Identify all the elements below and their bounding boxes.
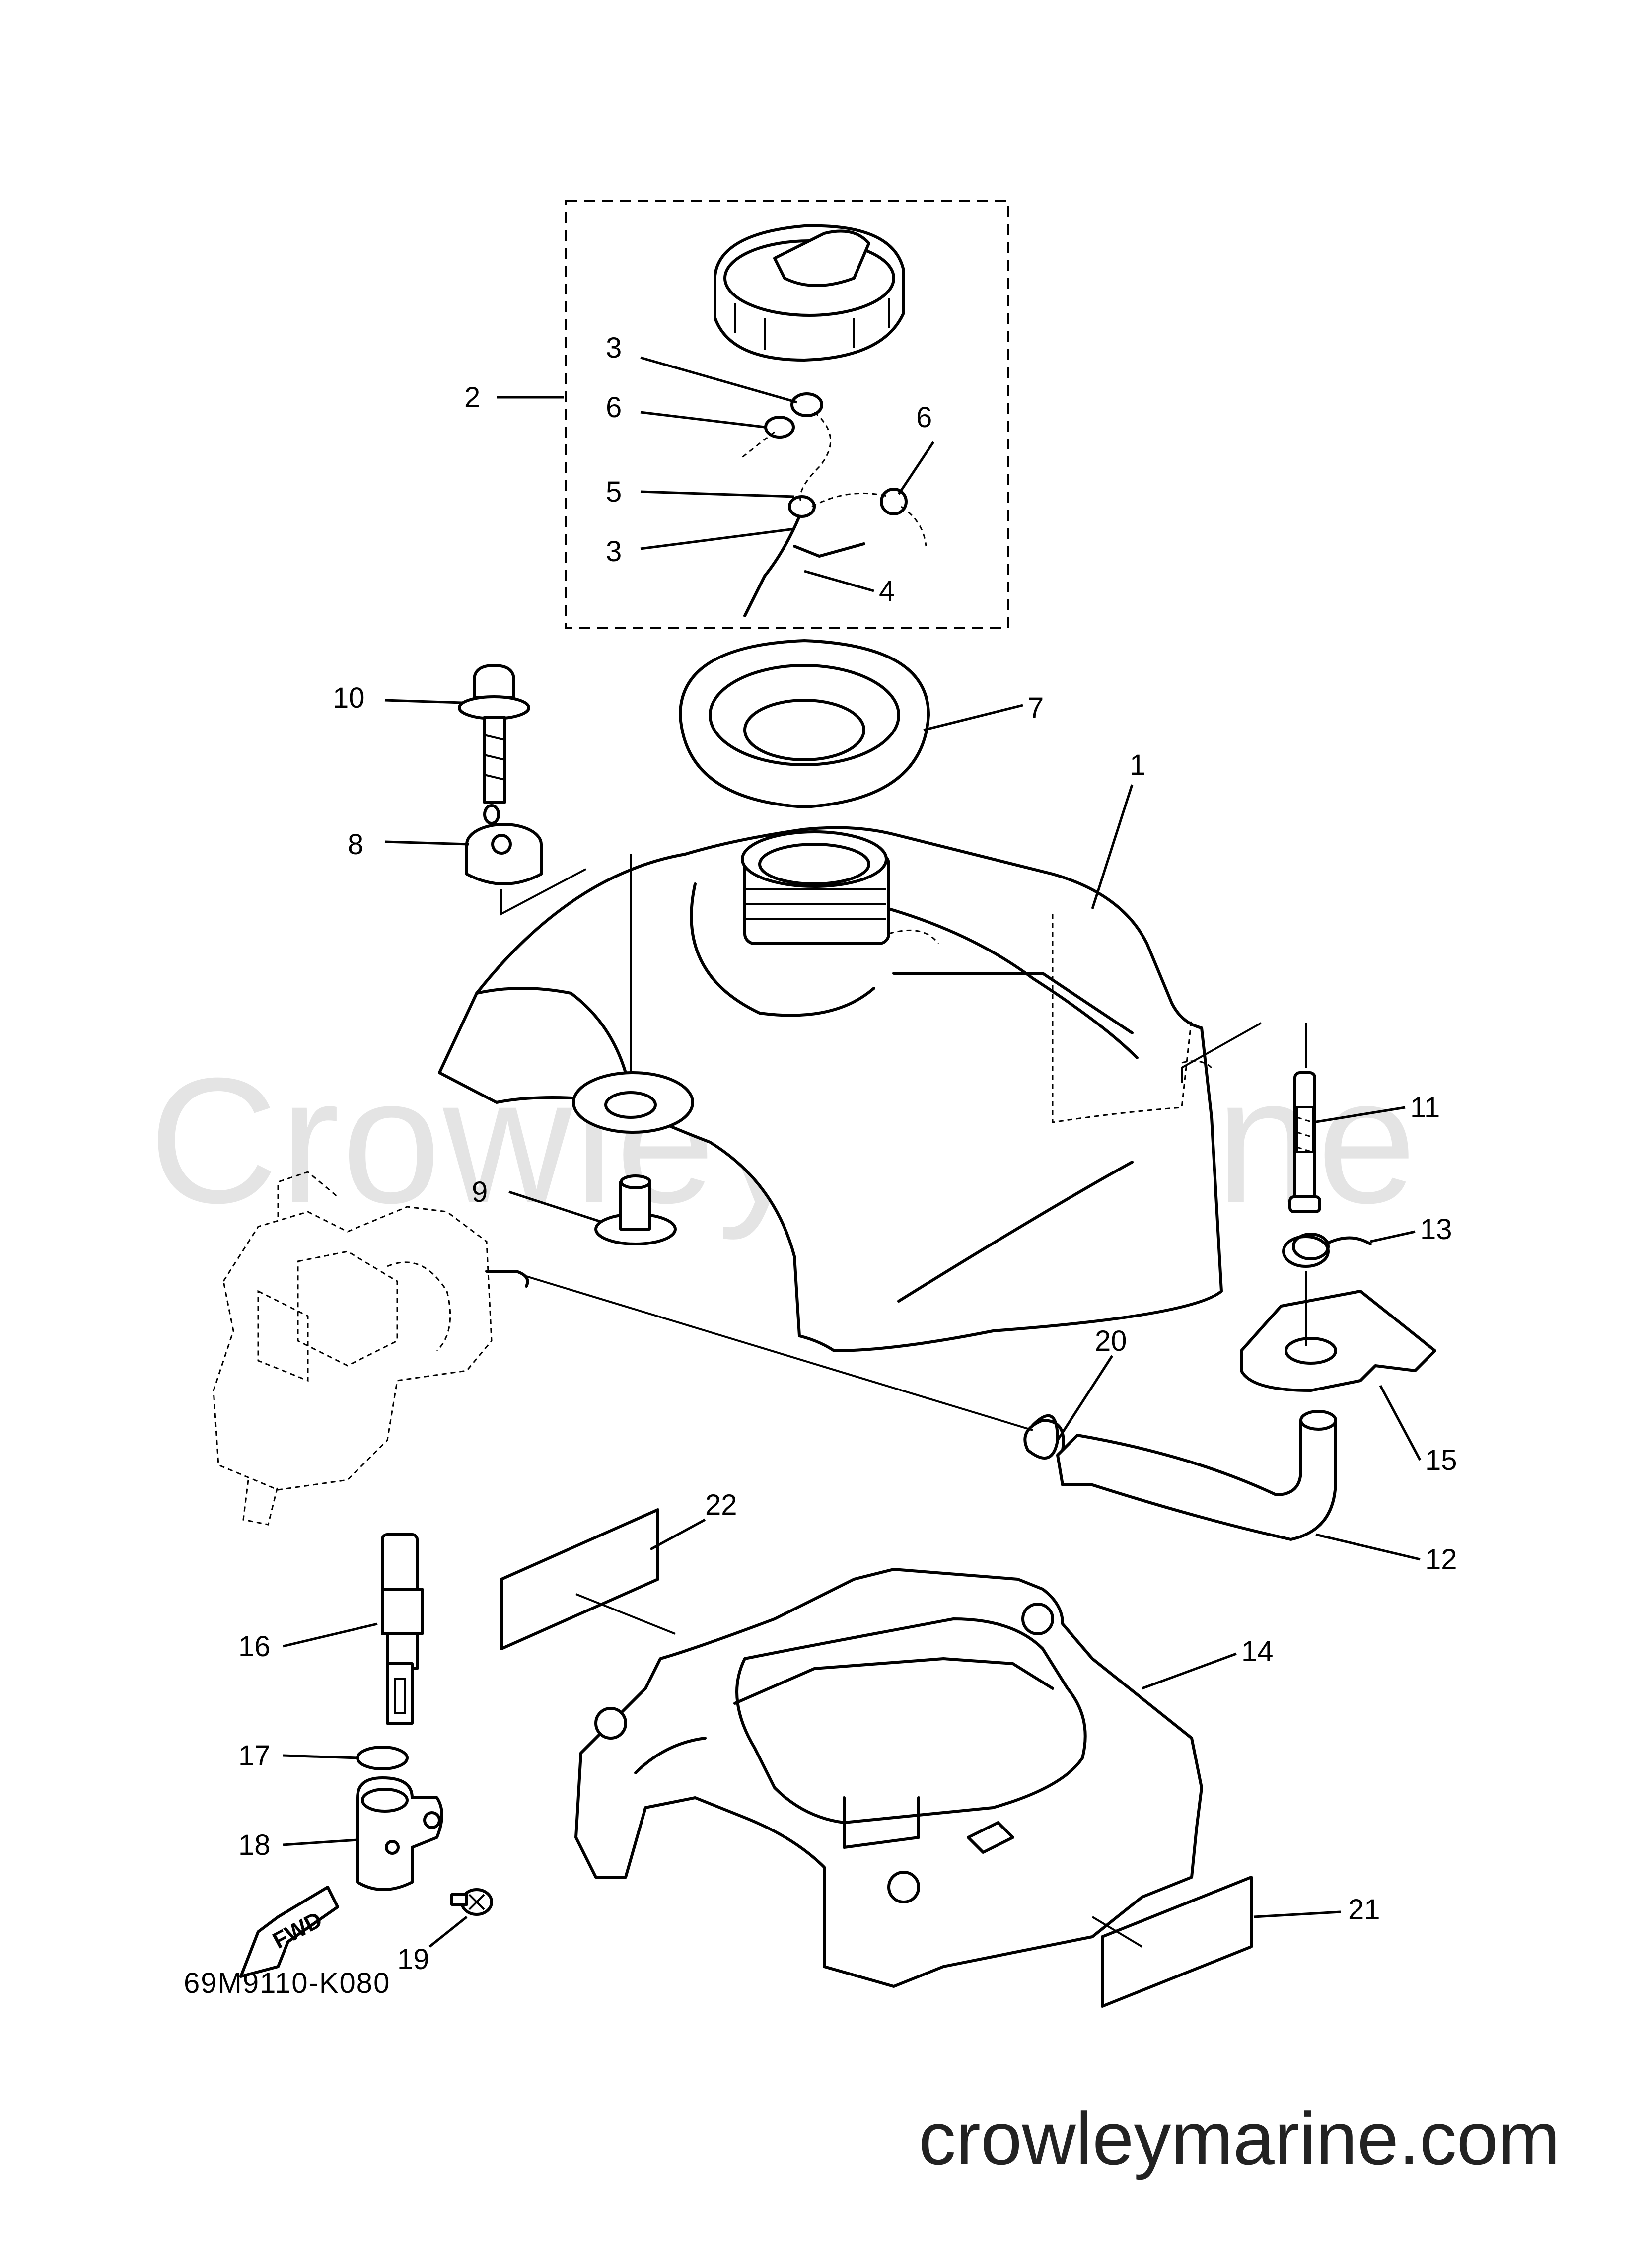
leader-lines	[283, 356, 1422, 1948]
callout-2: 2	[464, 381, 480, 414]
fuel-cock-body	[356, 1776, 443, 1891]
grommet	[465, 804, 543, 885]
collar	[594, 1174, 677, 1245]
callout-numbers: 1 2 3 3 4 5 6 6 7 8 9 10 11 12 13 14 15 …	[238, 332, 1457, 1975]
callout-9: 9	[472, 1176, 488, 1208]
callout-11: 11	[1410, 1092, 1440, 1124]
bolt	[458, 664, 530, 804]
cap-chain	[739, 392, 927, 617]
hose-clip	[1282, 1233, 1372, 1268]
footer-url: crowleymarine.com	[919, 2097, 1560, 2180]
fuel-tank	[438, 826, 1223, 1352]
callout-17: 17	[238, 1740, 271, 1772]
label-22	[500, 1508, 659, 1650]
callout-20: 20	[1095, 1325, 1127, 1357]
callout-22: 22	[705, 1489, 737, 1521]
callout-19: 19	[397, 1943, 429, 1975]
callout-7: 7	[1028, 692, 1044, 724]
wire-clip	[1023, 1414, 1065, 1460]
callout-14: 14	[1241, 1635, 1274, 1668]
bracket-plate	[1240, 1290, 1436, 1392]
callout-1: 1	[1130, 749, 1145, 781]
callout-4: 4	[879, 575, 895, 607]
o-ring	[356, 1746, 409, 1770]
mounting-bracket	[574, 1568, 1203, 1988]
callout-21: 21	[1348, 1894, 1380, 1926]
callout-5: 5	[606, 476, 622, 508]
callout-15: 15	[1425, 1444, 1457, 1476]
figure-code: 69M9110-K080	[184, 1967, 391, 1999]
callout-12: 12	[1425, 1543, 1457, 1576]
label-21	[1101, 1876, 1253, 2008]
callout-6a: 6	[606, 391, 622, 424]
callout-3a: 3	[606, 332, 622, 364]
callout-16: 16	[238, 1630, 271, 1663]
callout-3b: 3	[606, 535, 622, 568]
carburetor	[213, 1171, 529, 1526]
fuel-cock-lever	[381, 1533, 424, 1725]
callout-6b: 6	[916, 401, 932, 434]
callout-18: 18	[238, 1829, 271, 1861]
callout-13: 13	[1420, 1213, 1452, 1245]
screw	[450, 1888, 493, 1916]
fuel-hose	[1056, 1410, 1337, 1541]
callout-10: 10	[333, 682, 365, 714]
callout-8: 8	[348, 828, 363, 861]
fuel-cap	[714, 224, 905, 362]
fwd-arrow-icon: FWD	[239, 1886, 339, 1978]
rubber-seal	[679, 639, 930, 808]
fuel-filter	[1288, 1071, 1321, 1213]
cap-assembly-box	[565, 200, 1009, 629]
